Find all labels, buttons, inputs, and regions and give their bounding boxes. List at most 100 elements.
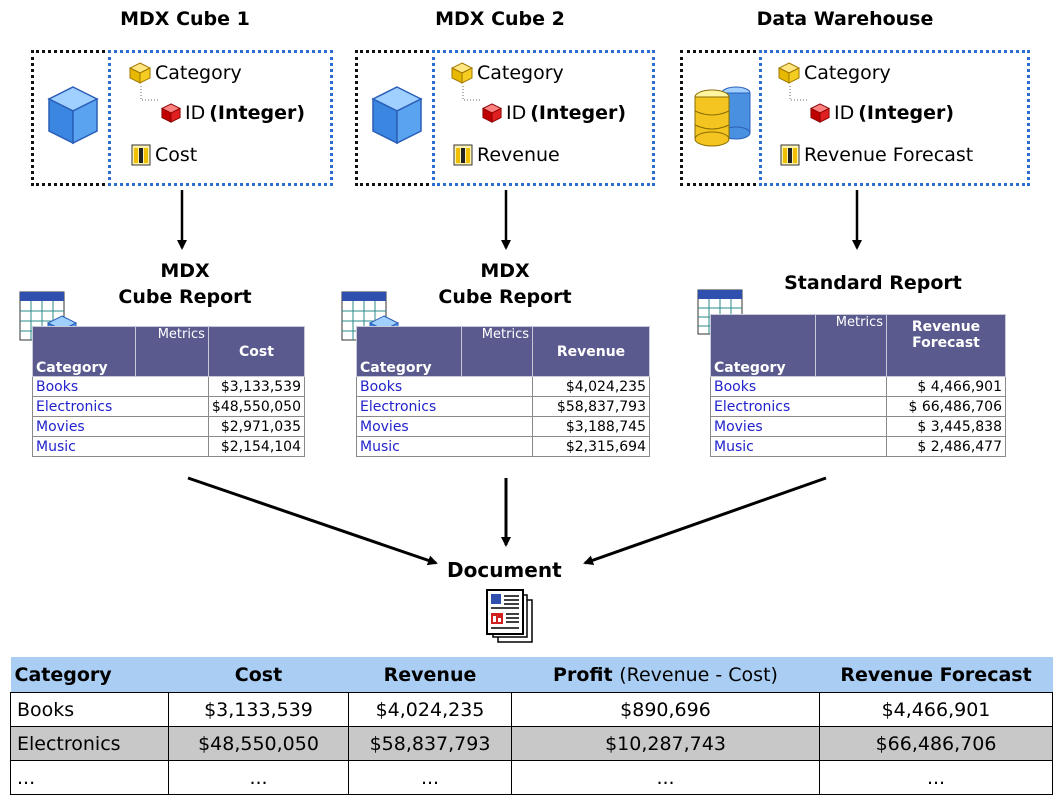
table-row: Electronics$58,837,793 xyxy=(356,396,650,417)
cell-revenue: ... xyxy=(348,760,512,795)
report-grid-1: Category Metrics Cost Books$3,133,539 El… xyxy=(32,326,306,457)
metric-icon xyxy=(780,144,800,166)
table-row: Books$3,133,539 xyxy=(32,376,306,397)
document-label: Document xyxy=(447,558,562,582)
report-title-line2: Standard Report xyxy=(784,272,962,294)
attribute-cube-icon xyxy=(129,62,151,84)
table-row: ... ... ... ... ... xyxy=(10,760,1053,795)
attr-category: Category xyxy=(778,62,891,84)
source-attr-panel xyxy=(432,50,655,186)
cell-forecast: ... xyxy=(819,760,1053,795)
table-row: Electronics$ 66,486,706 xyxy=(710,396,1006,417)
attribute-form-icon xyxy=(810,103,830,123)
attr-id-type: (Integer) xyxy=(209,102,306,124)
metrics-label: Metrics xyxy=(134,326,209,377)
category-link[interactable]: Movies xyxy=(710,416,887,437)
source-title-cube2: MDX Cube 2 xyxy=(435,8,565,30)
report-title-2: MDX Cube Report xyxy=(405,258,605,310)
table-row: Music$2,315,694 xyxy=(356,436,650,457)
metric-header-line1: Revenue xyxy=(911,319,981,335)
source-box-warehouse: Category ID (Integer) Revenue Forecast xyxy=(680,50,1030,186)
attr-id: ID (Integer) xyxy=(161,102,305,124)
attr-category-label: Category xyxy=(804,62,891,84)
table-row: Music$ 2,486,477 xyxy=(710,436,1006,457)
attr-id-label: ID xyxy=(506,102,527,124)
metric-value: $3,188,745 xyxy=(532,416,650,437)
metric-label: Cost xyxy=(155,144,198,166)
category-header: Category xyxy=(710,314,816,377)
arrow-report3-to-document xyxy=(583,476,827,566)
category-link[interactable]: Electronics xyxy=(32,396,209,417)
report-grid-2: Category Metrics Revenue Books$4,024,235… xyxy=(356,326,650,457)
table-row: Books$4,024,235 xyxy=(356,376,650,397)
attr-category: Category xyxy=(451,62,564,84)
metric-value: $48,550,050 xyxy=(207,396,306,417)
report-title-3: Standard Report xyxy=(768,270,978,296)
combined-table: Category Cost Revenue Profit (Revenue - … xyxy=(10,657,1053,795)
header-profit-label: Profit xyxy=(553,663,613,686)
source-attr-panel xyxy=(108,50,333,186)
attr-id-type: (Integer) xyxy=(530,102,627,124)
attr-id-label: ID xyxy=(834,102,855,124)
table-row: Books$ 4,466,901 xyxy=(710,376,1006,397)
metric-row: Revenue Forecast xyxy=(780,144,973,166)
metric-value: $ 4,466,901 xyxy=(886,376,1006,397)
report-grid-3: Category Metrics Revenue Forecast Books$… xyxy=(710,314,1006,457)
source-attr-panel xyxy=(759,50,1030,186)
category-link[interactable]: Books xyxy=(32,376,209,397)
header-forecast: Revenue Forecast xyxy=(819,657,1053,693)
report-title-line1: MDX xyxy=(480,260,530,282)
cell-profit: $10,287,743 xyxy=(511,726,820,761)
metric-label: Revenue xyxy=(477,144,560,166)
source-title-warehouse: Data Warehouse xyxy=(756,8,934,30)
report-title-1: MDX Cube Report xyxy=(85,258,285,310)
cell-revenue: $4,024,235 xyxy=(348,692,512,727)
table-row: Movies$2,971,035 xyxy=(32,416,306,437)
category-link[interactable]: Books xyxy=(710,376,887,397)
category-link[interactable]: Music xyxy=(356,436,533,457)
header-profit: Profit (Revenue - Cost) xyxy=(511,657,820,693)
arrow-report1-to-document xyxy=(187,476,438,566)
cell-profit: ... xyxy=(511,760,820,795)
cell-category: ... xyxy=(10,760,169,795)
category-link[interactable]: Music xyxy=(32,436,209,457)
category-header: Category xyxy=(356,326,462,377)
category-link[interactable]: Movies xyxy=(32,416,209,437)
metric-column-header: Revenue xyxy=(532,326,650,377)
metric-value: $ 3,445,838 xyxy=(886,416,1006,437)
source-icon-panel xyxy=(680,50,762,186)
cell-forecast: $66,486,706 xyxy=(819,726,1053,761)
header-revenue: Revenue xyxy=(348,657,512,693)
metric-label: Revenue Forecast xyxy=(804,144,974,166)
table-row: Electronics $48,550,050 $58,837,793 $10,… xyxy=(10,726,1053,761)
metric-value: $ 2,486,477 xyxy=(886,436,1006,457)
document-icon xyxy=(486,589,533,643)
metric-row: Revenue xyxy=(453,144,560,166)
header-profit-note: (Revenue - Cost) xyxy=(619,663,778,686)
category-link[interactable]: Music xyxy=(710,436,887,457)
cell-category: Books xyxy=(10,692,169,727)
metric-value: $3,133,539 xyxy=(207,376,306,397)
cell-forecast: $4,466,901 xyxy=(819,692,1053,727)
cube-icon xyxy=(371,86,423,145)
cell-profit: $890,696 xyxy=(511,692,820,727)
category-link[interactable]: Electronics xyxy=(356,396,533,417)
metric-column-header: Revenue Forecast xyxy=(886,314,1006,377)
category-link[interactable]: Movies xyxy=(356,416,533,437)
report-title-line2: Cube Report xyxy=(438,286,572,308)
attribute-cube-icon xyxy=(451,62,473,84)
metric-value: $2,971,035 xyxy=(207,416,306,437)
header-cost: Cost xyxy=(168,657,349,693)
metric-row: Cost xyxy=(131,144,197,166)
database-icon xyxy=(694,86,751,147)
metric-value: $58,837,793 xyxy=(532,396,650,417)
report-title-line2: Cube Report xyxy=(118,286,252,308)
category-link[interactable]: Books xyxy=(356,376,533,397)
category-link[interactable]: Electronics xyxy=(710,396,887,417)
cell-revenue: $58,837,793 xyxy=(348,726,512,761)
attr-id: ID (Integer) xyxy=(810,102,954,124)
metric-icon xyxy=(131,144,151,166)
attr-category-label: Category xyxy=(155,62,242,84)
report-title-line1: MDX xyxy=(160,260,210,282)
